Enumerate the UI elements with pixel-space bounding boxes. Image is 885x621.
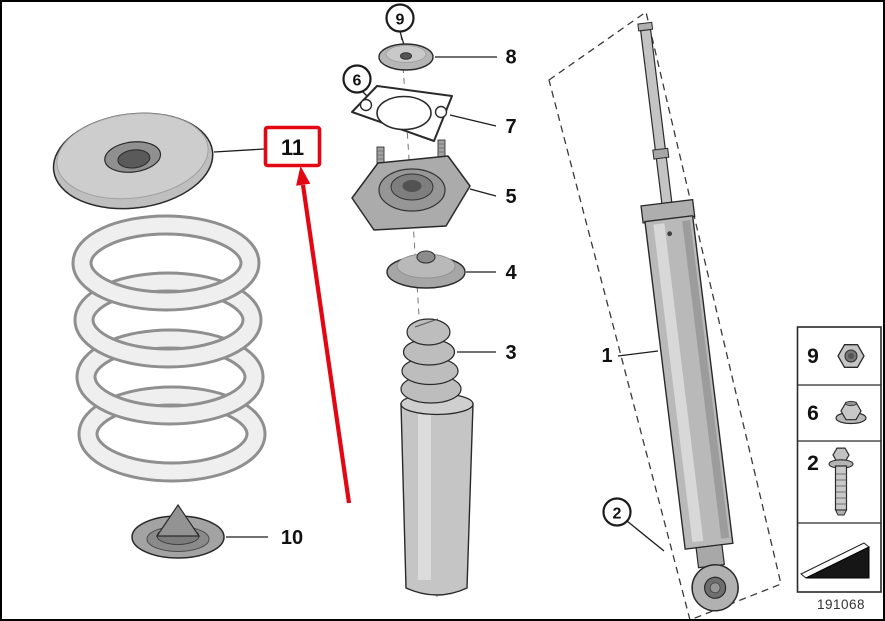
- leader-line-5: [469, 188, 497, 197]
- leader-line-9: [399, 31, 405, 46]
- leader-line-2: [626, 520, 665, 552]
- support-bearing-drawing: [351, 139, 471, 231]
- callout-11[interactable]: 11: [281, 135, 304, 160]
- lower-spring-pad-drawing: [131, 503, 225, 559]
- callout-2-circled[interactable]: 2: [602, 497, 632, 527]
- legend-label-2[interactable]: 2: [807, 452, 819, 475]
- assembly-frame-dashed: [548, 10, 782, 621]
- flange-bolt-icon: [828, 447, 854, 516]
- coil-spring-drawing: [71, 214, 267, 483]
- callout-1[interactable]: 1: [601, 345, 612, 367]
- callout-5[interactable]: 5: [505, 186, 516, 208]
- svg-text:6: 6: [353, 73, 362, 90]
- gasket-drawing: [351, 85, 453, 142]
- leader-line-11: [213, 148, 265, 153]
- shock-absorber-drawing: [637, 21, 739, 612]
- svg-text:9: 9: [396, 12, 405, 29]
- callout-7[interactable]: 7: [505, 116, 516, 138]
- leader-line-7: [449, 114, 497, 127]
- cap-drawing: [378, 43, 434, 71]
- legend-panel: 9 6 2: [796, 326, 882, 593]
- direction-wedge-icon: [800, 542, 870, 579]
- highlight-arrow-shaft: [300, 184, 352, 504]
- spring-plate-drawing: [386, 250, 466, 289]
- legend-label-9[interactable]: 9: [807, 345, 819, 368]
- svg-text:2: 2: [613, 506, 622, 523]
- flange-nut-icon: [835, 400, 867, 425]
- legend-label-6[interactable]: 6: [807, 402, 819, 425]
- callout-8[interactable]: 8: [505, 47, 516, 69]
- callout-9-circled[interactable]: 9: [385, 3, 415, 33]
- callout-4[interactable]: 4: [505, 262, 517, 284]
- doc-number: 191068: [817, 597, 865, 612]
- highlight-annotation: 11: [263, 125, 352, 504]
- highlight-arrow-head: [296, 166, 311, 186]
- leader-line-1: [617, 350, 659, 357]
- callout-3[interactable]: 3: [505, 342, 516, 364]
- hex-nut-icon: [837, 344, 865, 368]
- callout-6-circled[interactable]: 6: [342, 64, 372, 94]
- highlight-box: [263, 125, 322, 168]
- bump-stop-drawing: [400, 318, 474, 596]
- callout-10[interactable]: 10: [281, 527, 303, 549]
- upper-spring-pad-drawing: [52, 112, 214, 210]
